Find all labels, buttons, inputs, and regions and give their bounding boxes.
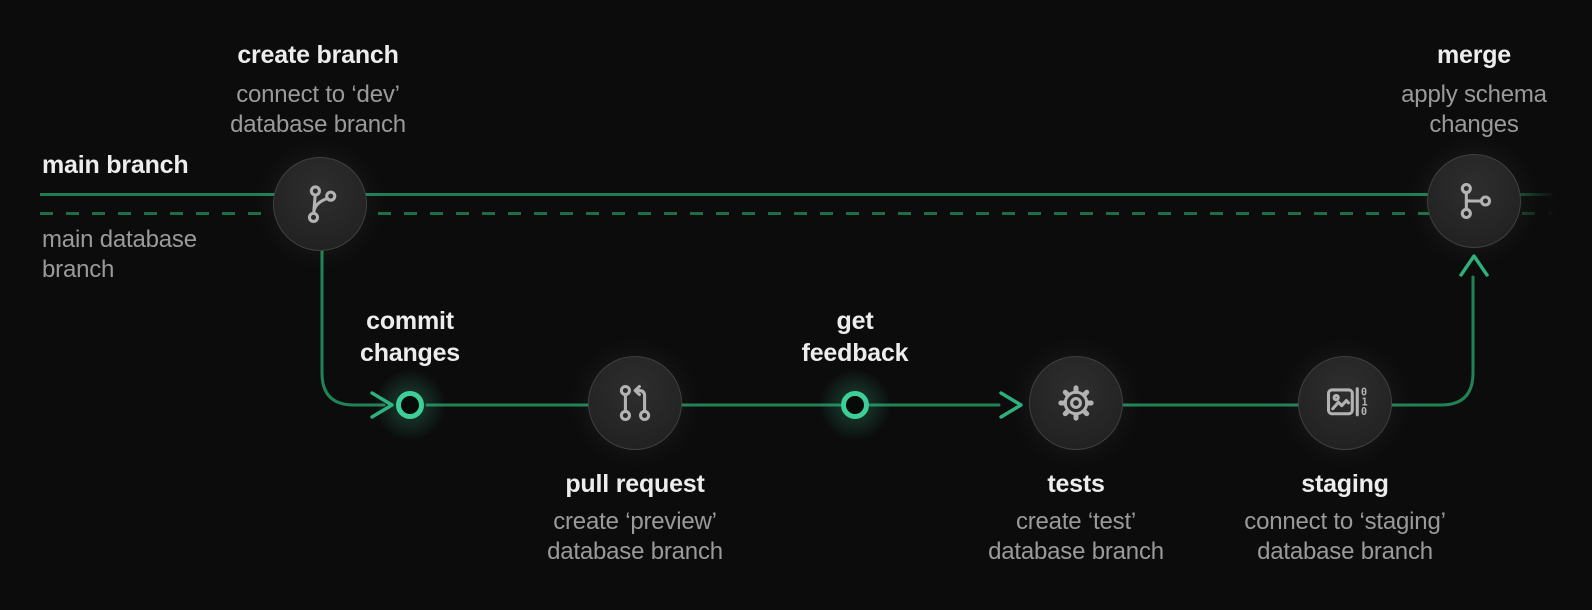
- binary-digit: 0: [1361, 387, 1367, 399]
- main-db-branch-label: main database branch: [42, 225, 197, 285]
- create-branch-title: create branch: [237, 41, 399, 69]
- get-feedback-label: get feedback: [802, 305, 909, 369]
- staging-title: staging: [1301, 470, 1389, 498]
- binary-digit: 0: [1361, 406, 1367, 418]
- commit-changes-label-line1: commit: [366, 307, 454, 335]
- pull-request-subtitle-line1: create ‘preview’: [553, 508, 717, 535]
- commit-ring-node: [396, 391, 424, 419]
- staging-subtitle-line1: connect to ‘staging’: [1244, 508, 1446, 535]
- tests-subtitle: create ‘test’ database branch: [988, 507, 1164, 567]
- git-merge-icon: [1460, 182, 1492, 220]
- git-branch-icon: [307, 185, 337, 223]
- main-branch-label: main branch: [42, 151, 189, 179]
- arrow-right-tests-icon: [999, 391, 1023, 419]
- create-branch-subtitle-line2: database branch: [230, 111, 406, 138]
- main-db-branch-label-line1: main database: [42, 226, 197, 253]
- feedback-ring-node: [841, 391, 869, 419]
- merge-node: [1427, 154, 1521, 248]
- merge-title: merge: [1436, 41, 1512, 69]
- merge-subtitle: apply schema changes: [1401, 80, 1547, 140]
- create-branch-node: [273, 157, 367, 251]
- merge-subtitle-line2: changes: [1429, 111, 1519, 138]
- git-pull-request-icon: [619, 384, 651, 422]
- staging-subtitle-line2: database branch: [1257, 538, 1433, 565]
- pull-request-subtitle-line2: database branch: [547, 538, 723, 565]
- image-binary-icon: 0 1 0: [1326, 387, 1368, 418]
- get-feedback-label-line2: feedback: [801, 339, 909, 367]
- staging-node: 0 1 0: [1298, 356, 1392, 450]
- get-feedback-label-line1: get: [836, 307, 874, 335]
- tests-subtitle-line1: create ‘test’: [1015, 508, 1137, 535]
- arrow-up-merge-icon: [1459, 254, 1489, 277]
- tests-title: tests: [1047, 470, 1105, 498]
- merge-subtitle-line1: apply schema: [1401, 81, 1547, 108]
- create-branch-subtitle: connect to ‘dev’ database branch: [230, 80, 406, 140]
- binary-digit: 1: [1361, 396, 1367, 408]
- staging-subtitle: connect to ‘staging’ database branch: [1244, 507, 1446, 567]
- create-branch-subtitle-line1: connect to ‘dev’: [236, 81, 400, 108]
- pull-request-subtitle: create ‘preview’ database branch: [547, 507, 723, 567]
- pull-request-node: [588, 356, 682, 450]
- commit-changes-label: commit changes: [360, 305, 460, 369]
- main-db-branch-label-line2: branch: [42, 256, 115, 283]
- commit-changes-label-line2: changes: [359, 339, 461, 367]
- gear-icon: [1058, 385, 1094, 421]
- pull-request-title: pull request: [565, 470, 705, 498]
- tests-node: [1029, 356, 1123, 450]
- tests-subtitle-line2: database branch: [988, 538, 1164, 565]
- feature-branch-path: [320, 247, 1475, 407]
